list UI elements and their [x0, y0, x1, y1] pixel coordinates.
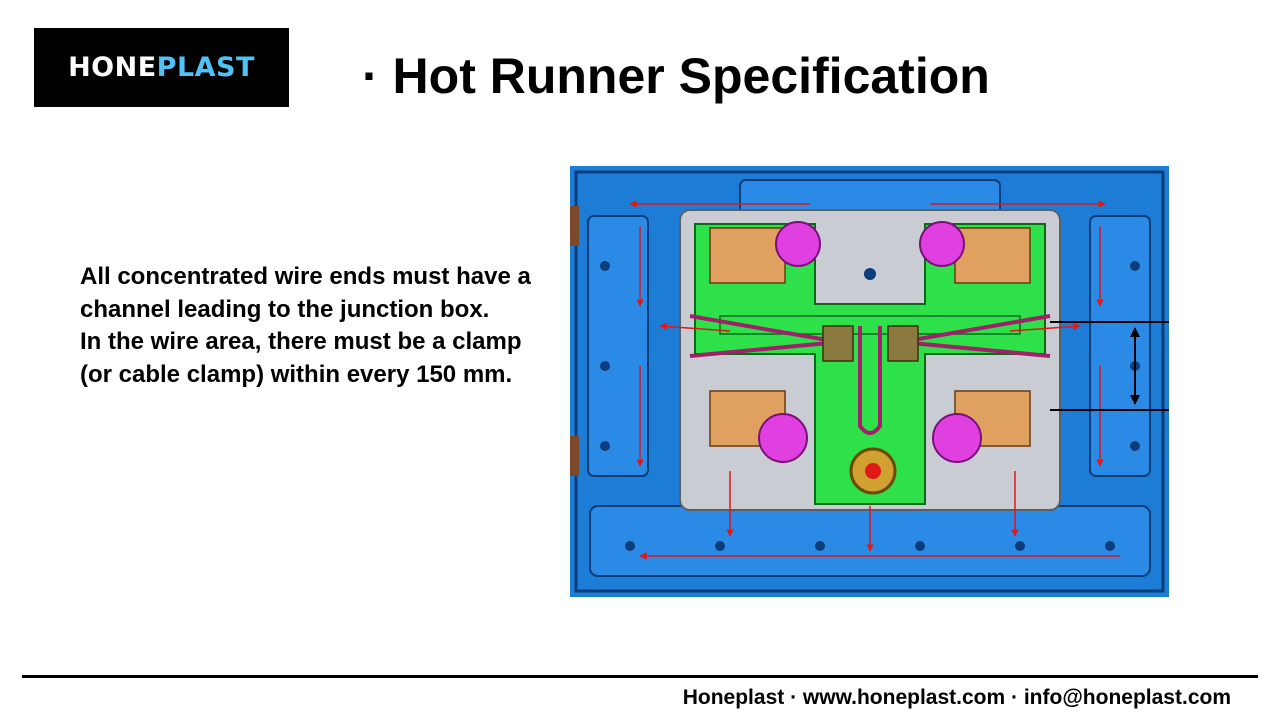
footer-email[interactable]: info@honeplast.com — [1023, 686, 1231, 709]
hot-runner-mold-figure — [570, 166, 1169, 597]
logo-wordmark: HONEPLAST — [68, 52, 255, 83]
footer-sep-1: · — [784, 686, 803, 709]
footer-contact: Honeplast · www.honeplast.com · info@hon… — [683, 684, 1231, 712]
footer-divider — [22, 675, 1258, 678]
footer-company: Honeplast — [682, 686, 785, 709]
page-title: · Hot Runner Specification — [362, 48, 990, 104]
honeplast-logo: HONEPLAST — [34, 28, 289, 107]
specification-text: All concentrated wire ends must have a c… — [80, 261, 550, 391]
paragraph-wire-ends: All concentrated wire ends must have a c… — [80, 263, 531, 323]
paragraph-wire-clamp: In the wire area, there must be a clamp … — [80, 328, 522, 388]
mold-drawing — [570, 166, 1169, 597]
footer-website[interactable]: www.honeplast.com — [802, 686, 1006, 709]
footer-sep-2: · — [1005, 686, 1024, 709]
